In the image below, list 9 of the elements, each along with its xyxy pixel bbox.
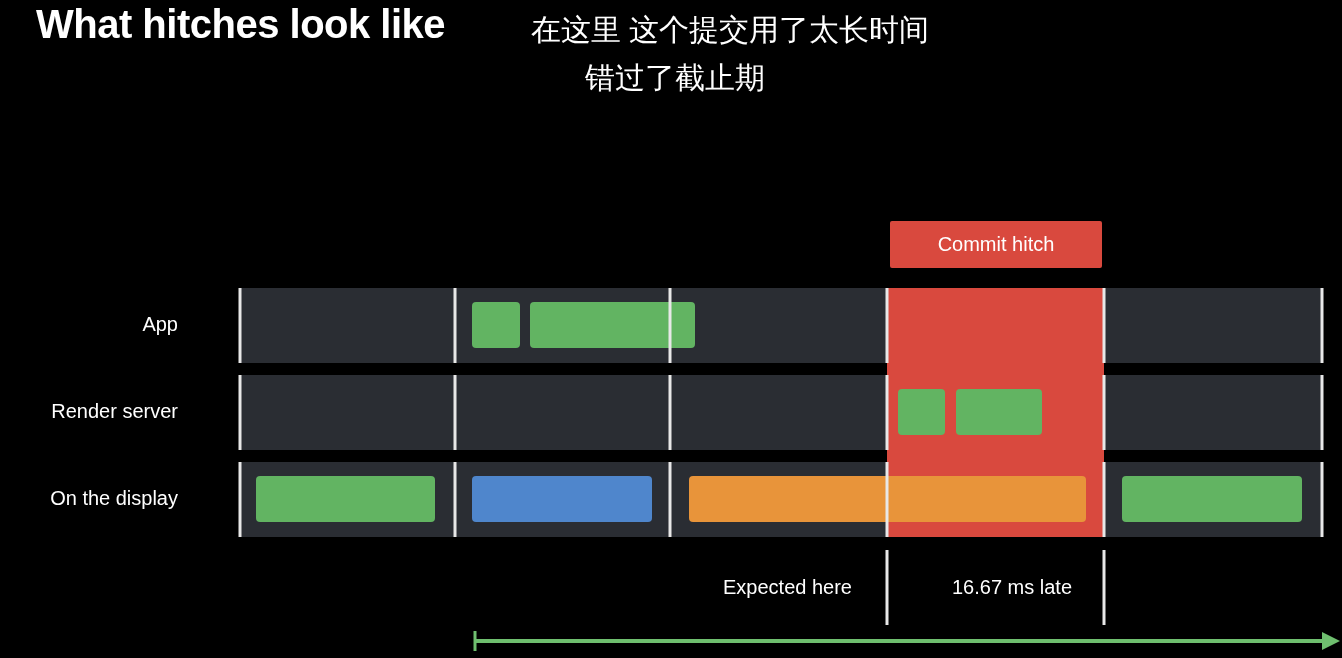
subtitle: 错过了截止期 (585, 60, 765, 96)
annotation: Expected here (723, 576, 852, 599)
row-label: App (142, 313, 178, 336)
row-label: Render server (51, 400, 178, 423)
hitch-label-box: Commit hitch (890, 221, 1102, 268)
title: What hitches look like (36, 2, 446, 47)
annotation: 16.67 ms late (951, 576, 1073, 599)
row-label: On the display (50, 487, 178, 510)
subtitle: 在这里 这个提交用了太长时间 (530, 12, 930, 48)
